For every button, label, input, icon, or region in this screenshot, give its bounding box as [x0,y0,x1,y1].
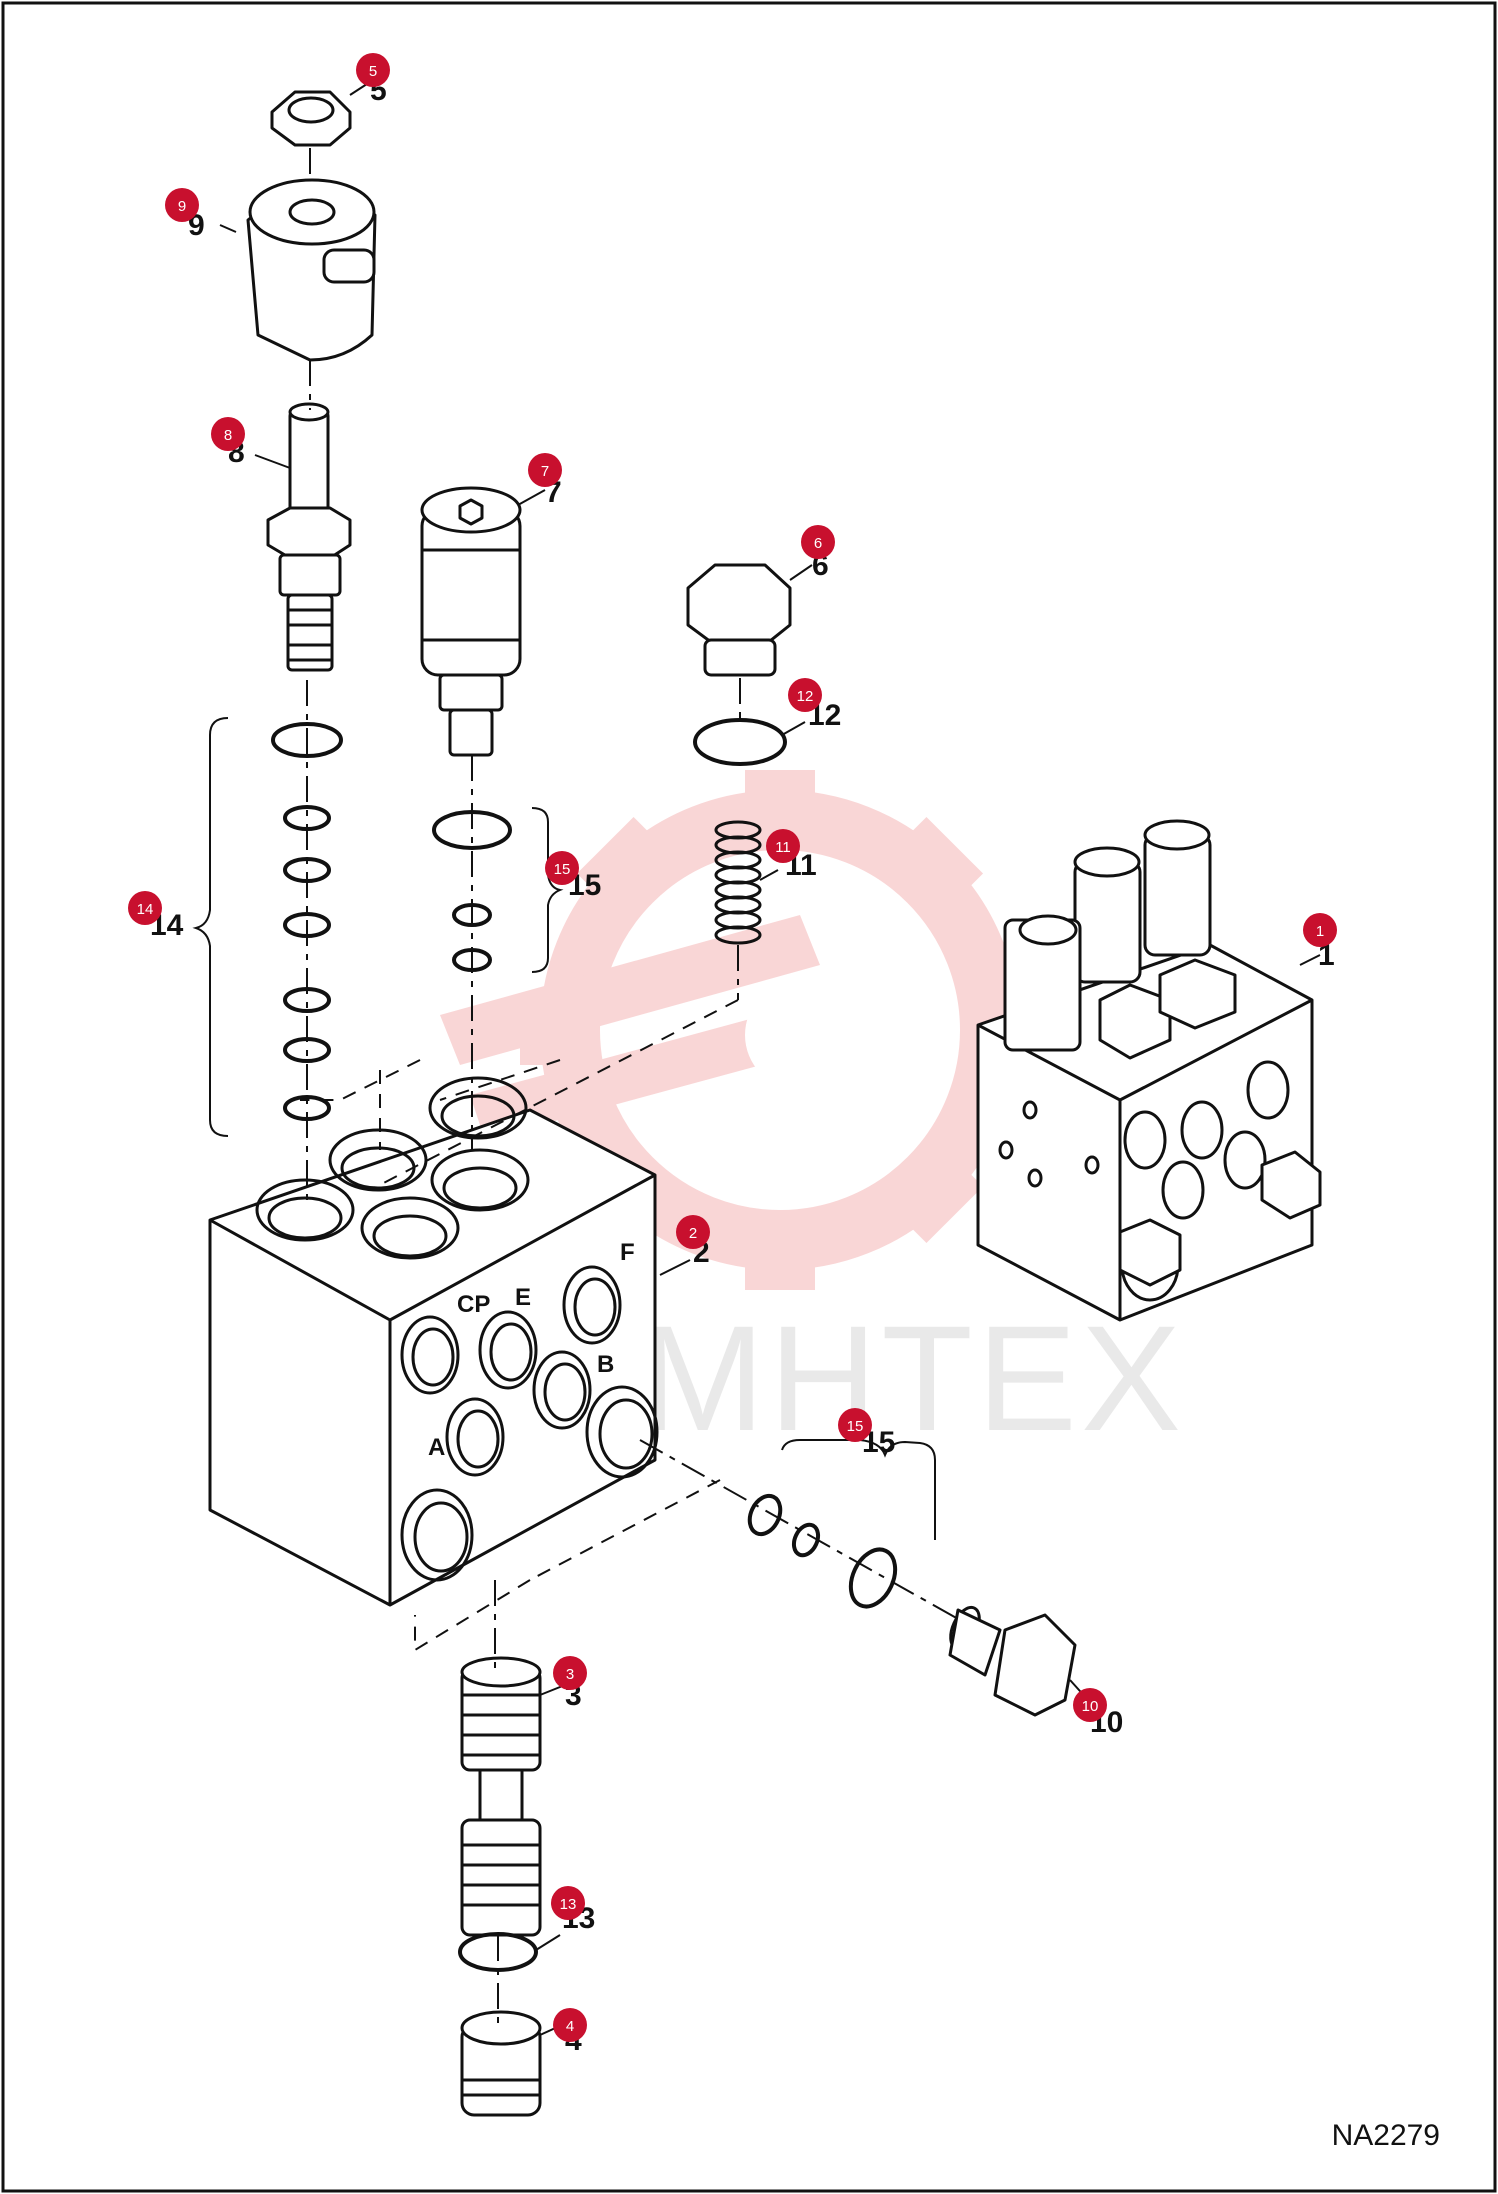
callout-badge-2[interactable]: 2 [676,1215,710,1249]
coil-nut [270,90,352,147]
assembled-valve [976,819,1322,1322]
part-label-1: 1 [1318,939,1335,972]
watermark-logo: MHTEX [440,770,1185,1462]
port-label-a: A [428,1434,445,1461]
callout-badge-10[interactable]: 10 [1073,1688,1107,1722]
port-label-f: F [620,1239,635,1266]
seal-kit-15-upper [432,807,564,973]
svg-text:11: 11 [775,839,791,856]
callout-badge-9[interactable]: 9 [165,188,199,222]
svg-text:3: 3 [566,1666,574,1683]
watermark-text: MHTEX [640,1294,1185,1462]
spring [714,820,762,945]
callout-badges: 1 2 3 4 5 6 7 8 9 10 11 12 13 14 15 15 [128,53,1337,2042]
callout-badge-7[interactable]: 7 [528,453,562,487]
svg-text:7: 7 [541,463,549,480]
callout-badge-13[interactable]: 13 [551,1886,585,1920]
svg-text:10: 10 [1082,1698,1099,1715]
valve-block [208,1076,659,1607]
check-plug-10 [948,1605,1077,1717]
callout-badge-15-upper[interactable]: 15 [545,851,579,885]
port-label-cp: CP [457,1291,490,1318]
svg-text:2: 2 [689,1225,697,1242]
callout-badge-11[interactable]: 11 [766,829,800,863]
svg-text:15: 15 [847,1418,864,1435]
center-lines [306,148,961,2025]
svg-text:8: 8 [224,427,232,444]
callout-badge-12[interactable]: 12 [788,678,822,712]
port-label-b: B [597,1351,614,1378]
dashed-guides [300,999,739,1652]
callout-badge-6[interactable]: 6 [801,525,835,559]
end-plug-4 [460,2010,542,2117]
callout-badge-5[interactable]: 5 [356,53,390,87]
callout-badge-4[interactable]: 4 [553,2008,587,2042]
svg-text:13: 13 [560,1896,577,1913]
svg-text:6: 6 [814,535,822,552]
solenoid-cartridge [266,402,352,672]
callout-badge-3[interactable]: 3 [553,1656,587,1690]
svg-text:4: 4 [566,2018,574,2035]
drawing-code: NA2279 [1332,2119,1440,2152]
spool [460,1656,542,1937]
callout-badge-14[interactable]: 14 [128,891,162,925]
seal-kit-15-lower [747,1439,936,1609]
seal-kit-14 [192,717,343,1137]
o-ring-12 [693,718,787,766]
svg-text:14: 14 [137,901,154,918]
svg-text:15: 15 [554,861,571,878]
svg-text:1: 1 [1316,923,1324,940]
port-label-e: E [515,1284,531,1311]
svg-text:5: 5 [369,63,377,80]
svg-text:12: 12 [797,688,814,705]
callout-badge-8[interactable]: 8 [211,417,245,451]
solenoid-coil [246,178,377,362]
plug [686,563,792,677]
svg-text:9: 9 [178,198,186,215]
relief-cartridge [420,486,522,757]
callout-badge-15-lower[interactable]: 15 [838,1408,872,1442]
callout-badge-1[interactable]: 1 [1303,913,1337,947]
